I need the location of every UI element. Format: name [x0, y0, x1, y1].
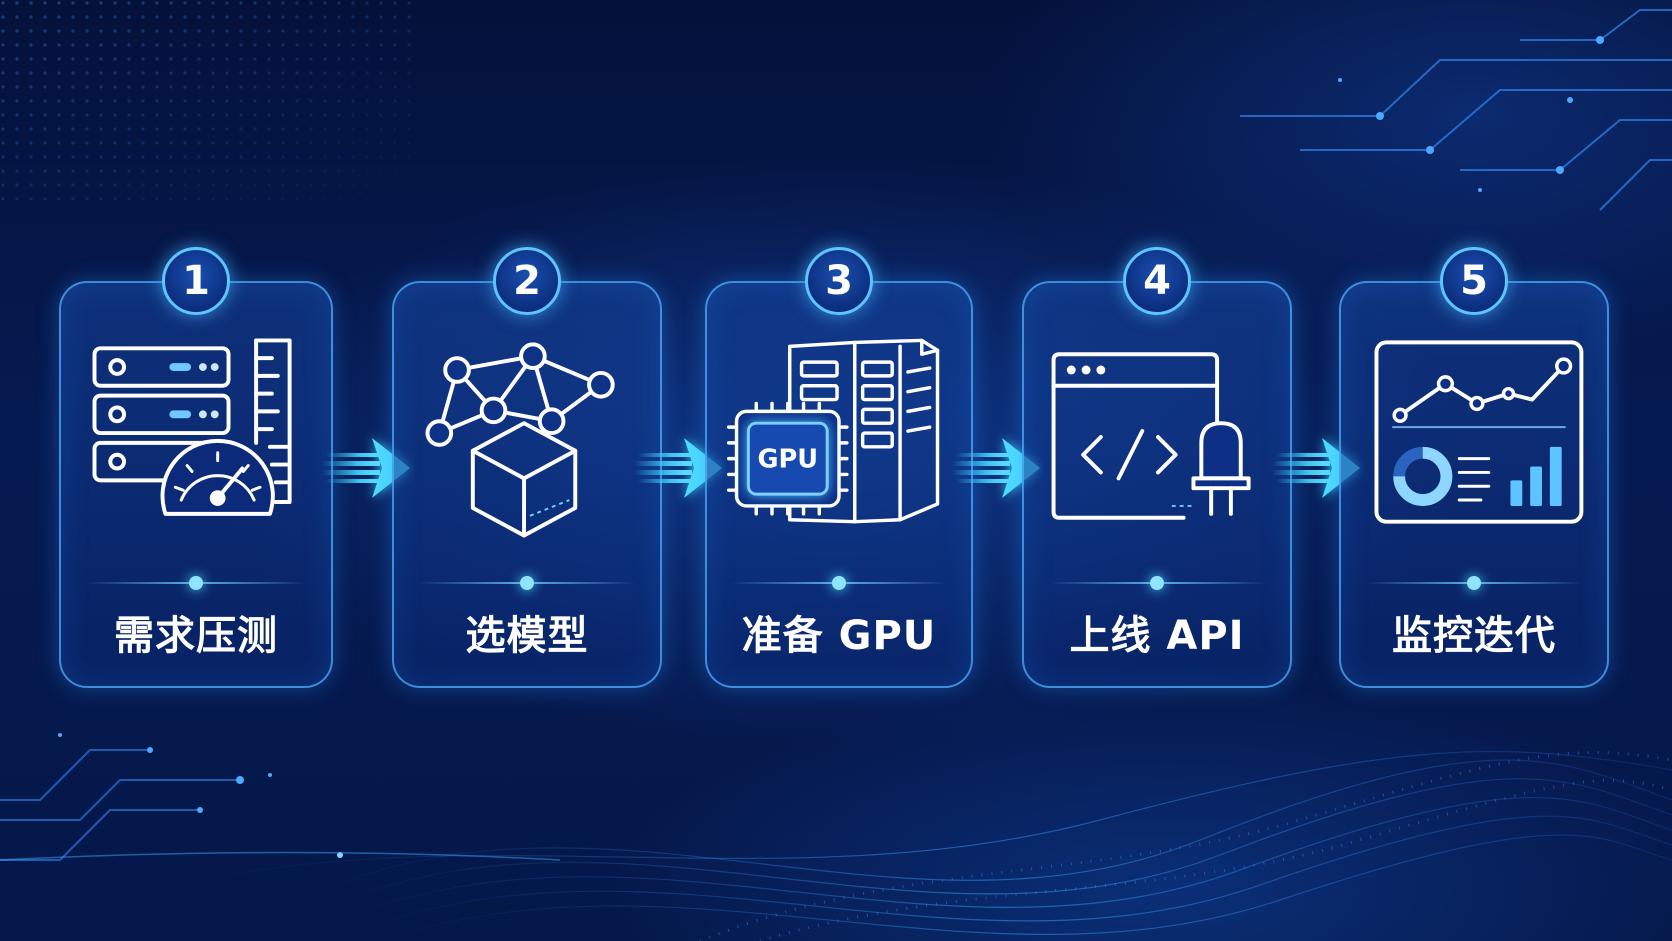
step-number-badge: 3: [805, 247, 873, 315]
step-label: 上线 API: [1069, 613, 1245, 659]
step-number-badge: 5: [1440, 247, 1508, 315]
divider-dot: [832, 576, 846, 590]
divider-dot: [1467, 576, 1481, 590]
divider-dot: [1150, 576, 1164, 590]
code-window-plug-icon: </>: [1051, 352, 1251, 520]
step-number-badge: 4: [1123, 247, 1191, 315]
gpu-chip-text: GPU: [757, 445, 818, 475]
step-card-2: 2 选模型: [392, 247, 662, 688]
step-card-3: 3 GPU 准备 GPU: [705, 247, 973, 688]
flow-arrow-icon: [322, 438, 410, 498]
divider-dot: [520, 576, 534, 590]
flow-arrow-icon: [952, 438, 1040, 498]
step-number-badge: 2: [493, 247, 561, 315]
step-label: 准备 GPU: [741, 613, 937, 659]
step-card-1: 1 需求压测: [59, 247, 333, 688]
flow-arrow-icon: [634, 438, 722, 498]
step-card-4: 4 </> 上线 API: [1022, 247, 1292, 688]
step-card-5: 5 监控迭代: [1339, 247, 1609, 688]
step-label: 需求压测: [114, 613, 278, 659]
step-label: 监控迭代: [1392, 613, 1556, 659]
monitor-dashboard-icon: [1374, 340, 1584, 524]
step-number-badge: 1: [162, 247, 230, 315]
step-label: 选模型: [465, 613, 589, 659]
code-symbol-text: </>: [1128, 465, 1130, 468]
model-network-cube-icon: [425, 342, 615, 538]
server-gauge-icon: [92, 338, 292, 516]
gpu-server-icon: GPU: [726, 338, 940, 524]
divider-dot: [189, 576, 203, 590]
